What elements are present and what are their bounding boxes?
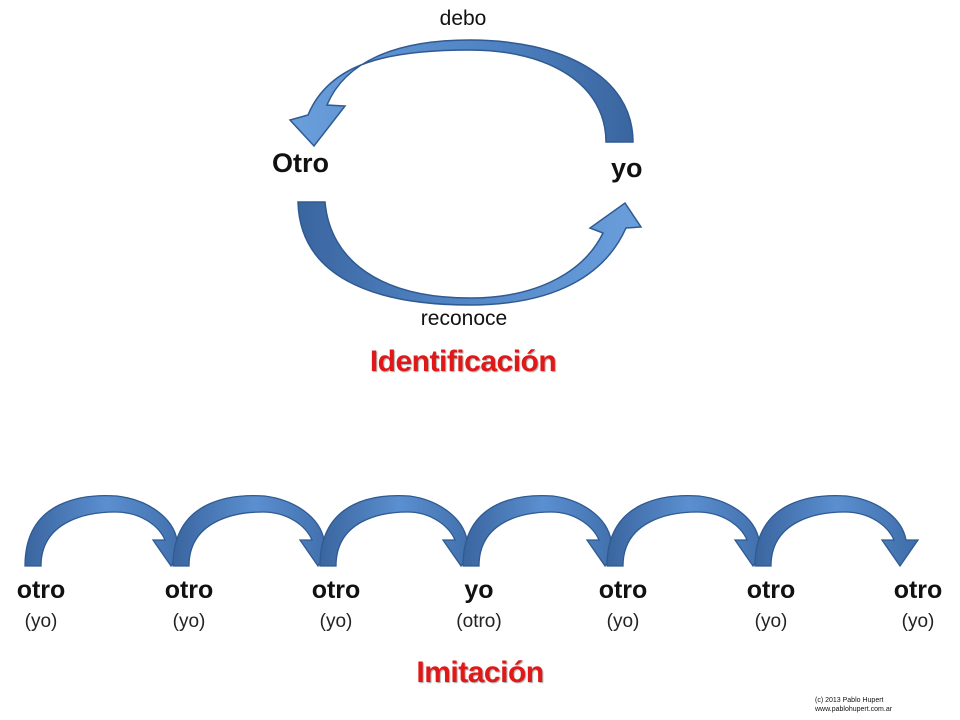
node-sub-label: (otro) (456, 611, 502, 632)
node-sub-label: (yo) (606, 611, 640, 632)
copyright-notice: (c) 2013 Pablo Hupert www.pablohupert.co… (815, 696, 892, 714)
imitation-node: otro (yo) (134, 576, 244, 634)
node-main-label: otro (16, 576, 66, 604)
arrow-debo-to-otro (288, 39, 634, 148)
imitation-arrow (172, 495, 338, 568)
imitation-node: yo (otro) (424, 576, 534, 634)
node-main-label: otro (598, 576, 648, 604)
node-otro: Otro (272, 148, 329, 178)
label-reconoce: reconoce (420, 307, 508, 330)
node-sub-label: (yo) (901, 611, 935, 632)
imitation-arrow (606, 495, 773, 568)
node-main-label: otro (893, 576, 943, 604)
imitation-node: otro (yo) (863, 576, 960, 634)
imitation-node: otro (yo) (568, 576, 678, 634)
arrow-reconoce-to-yo (297, 201, 643, 306)
node-sub-label: (yo) (754, 611, 788, 632)
imitation-node: otro (yo) (716, 576, 826, 634)
title-imitacion: Imitación (416, 656, 544, 689)
imitation-arrows (24, 495, 920, 568)
node-sub-label: (yo) (319, 611, 353, 632)
node-sub-label: (yo) (172, 611, 206, 632)
node-sub-label: (yo) (24, 611, 58, 632)
imitation-arrow (24, 495, 191, 568)
copyright-url: www.pablohupert.com.ar (815, 706, 893, 713)
imitation-node: otro (yo) (281, 576, 391, 634)
copyright-line: (c) 2013 Pablo Hupert (815, 697, 884, 704)
label-debo: debo (439, 7, 487, 30)
node-main-label: otro (311, 576, 361, 604)
imitation-node: otro (yo) (0, 576, 96, 634)
node-yo: yo (611, 153, 643, 183)
node-main-label: yo (464, 576, 494, 604)
imitation-arrow (319, 495, 481, 568)
node-main-label: otro (746, 576, 796, 604)
node-main-label: otro (164, 576, 214, 604)
imitation-arrow (462, 495, 625, 568)
title-identificacion: Identificación (369, 345, 557, 378)
imitation-arrow (754, 495, 920, 568)
